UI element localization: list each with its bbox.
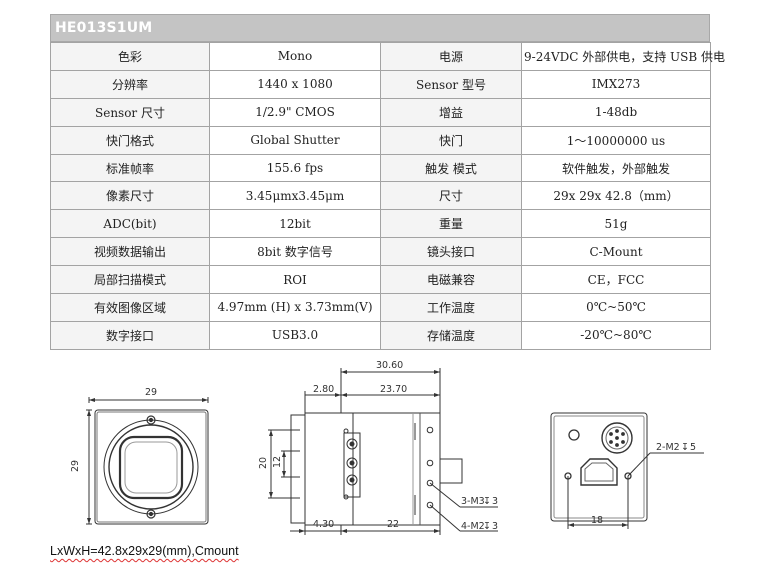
- spec-label: 镜头接口: [380, 237, 522, 267]
- back-width-label: 18: [591, 515, 603, 526]
- spec-label: 快门格式: [50, 125, 210, 155]
- spec-value: Global Shutter: [209, 125, 381, 155]
- spec-value: Mono: [209, 42, 381, 71]
- spec-value: IMX273: [521, 69, 711, 99]
- spec-label: 视频数据输出: [50, 237, 210, 267]
- caption-text: LxWxH=42.8x29x29(mm),Cmount: [50, 544, 239, 558]
- spec-value: 8bit 数字信号: [209, 237, 381, 267]
- back-m2-depth-symbol: ↧: [681, 442, 689, 453]
- spec-label: 工作温度: [380, 293, 522, 322]
- side-m3-label: 3-M3: [461, 496, 485, 507]
- spec-value: CE，FCC: [521, 265, 711, 295]
- spec-value: -20℃~80℃: [521, 320, 711, 350]
- side-m2-depth-symbol: ↧: [483, 521, 491, 532]
- spec-value: USB3.0: [209, 320, 381, 350]
- spec-label: 触发 模式: [380, 153, 522, 183]
- spec-label: 增益: [380, 97, 522, 127]
- side-b-label: 23.70: [380, 384, 407, 395]
- dimension-drawings: 29 29: [70, 360, 704, 535]
- side-m2-label: 4-M2: [461, 521, 485, 532]
- side-a-label: 2.80: [313, 384, 334, 395]
- spec-value: 1-48db: [521, 97, 711, 127]
- spec-value: 软件触发，外部触发: [521, 153, 711, 183]
- title-bar: HE013S1UM: [50, 14, 710, 42]
- spec-label: 重量: [380, 209, 522, 239]
- side-total-label: 30.60: [376, 360, 403, 371]
- spec-label: 局部扫描模式: [50, 265, 210, 295]
- back-m2-depth-label: 5: [690, 442, 696, 453]
- back-m2-label: 2-M2: [656, 442, 680, 453]
- spec-value: 51g: [521, 209, 711, 239]
- spec-label: 标准帧率: [50, 153, 210, 183]
- front-height-label: 29: [70, 460, 81, 472]
- spec-value: 1/2.9" CMOS: [209, 97, 381, 127]
- spec-label: 有效图像区域: [50, 293, 210, 322]
- side-m3-depth-label: 3: [492, 496, 498, 507]
- front-view: [86, 397, 209, 525]
- front-width-label: 29: [145, 387, 157, 398]
- spec-label: ADC(bit): [50, 209, 210, 239]
- spec-label: 电源: [380, 42, 522, 71]
- spec-label: Sensor 型号: [380, 69, 522, 99]
- spec-value: 29x 29x 42.8（mm）: [521, 181, 711, 211]
- side-h2-label: 12: [272, 456, 283, 468]
- spec-value: 1～10000000 us: [521, 125, 711, 155]
- dimension-caption: LxWxH=42.8x29x29(mm),Cmount: [50, 544, 239, 558]
- side-view: [268, 368, 498, 535]
- spec-label: 快门: [380, 125, 522, 155]
- spec-label: 分辨率: [50, 69, 210, 99]
- spec-label: 尺寸: [380, 181, 522, 211]
- spec-value: 1440 x 1080: [209, 69, 381, 99]
- spec-value: ROI: [209, 265, 381, 295]
- spec-label: 电磁兼容: [380, 265, 522, 295]
- spec-label: 色彩: [50, 42, 210, 71]
- side-c-label: 4.30: [313, 519, 334, 530]
- spec-value: 0℃~50℃: [521, 293, 711, 322]
- spec-label: 像素尺寸: [50, 181, 210, 211]
- side-m2-depth-label: 3: [492, 521, 498, 532]
- back-view: [550, 412, 704, 529]
- spec-value: 9-24VDC 外部供电，支持 USB 供电: [521, 42, 725, 71]
- spec-value: 4.97mm (H) x 3.73mm(V): [209, 293, 381, 322]
- model-title: HE013S1UM: [55, 20, 153, 36]
- spec-label: 存储温度: [380, 320, 522, 350]
- spec-label: 数字接口: [50, 320, 210, 350]
- spec-value: 155.6 fps: [209, 153, 381, 183]
- side-h1-label: 20: [258, 457, 269, 469]
- side-d-label: 22: [387, 519, 399, 530]
- spec-value: 12bit: [209, 209, 381, 239]
- side-m3-depth-symbol: ↧: [483, 496, 491, 507]
- spec-value: C-Mount: [521, 237, 711, 267]
- spec-value: 3.45μmx3.45μm: [209, 181, 381, 211]
- spec-label: Sensor 尺寸: [50, 97, 210, 127]
